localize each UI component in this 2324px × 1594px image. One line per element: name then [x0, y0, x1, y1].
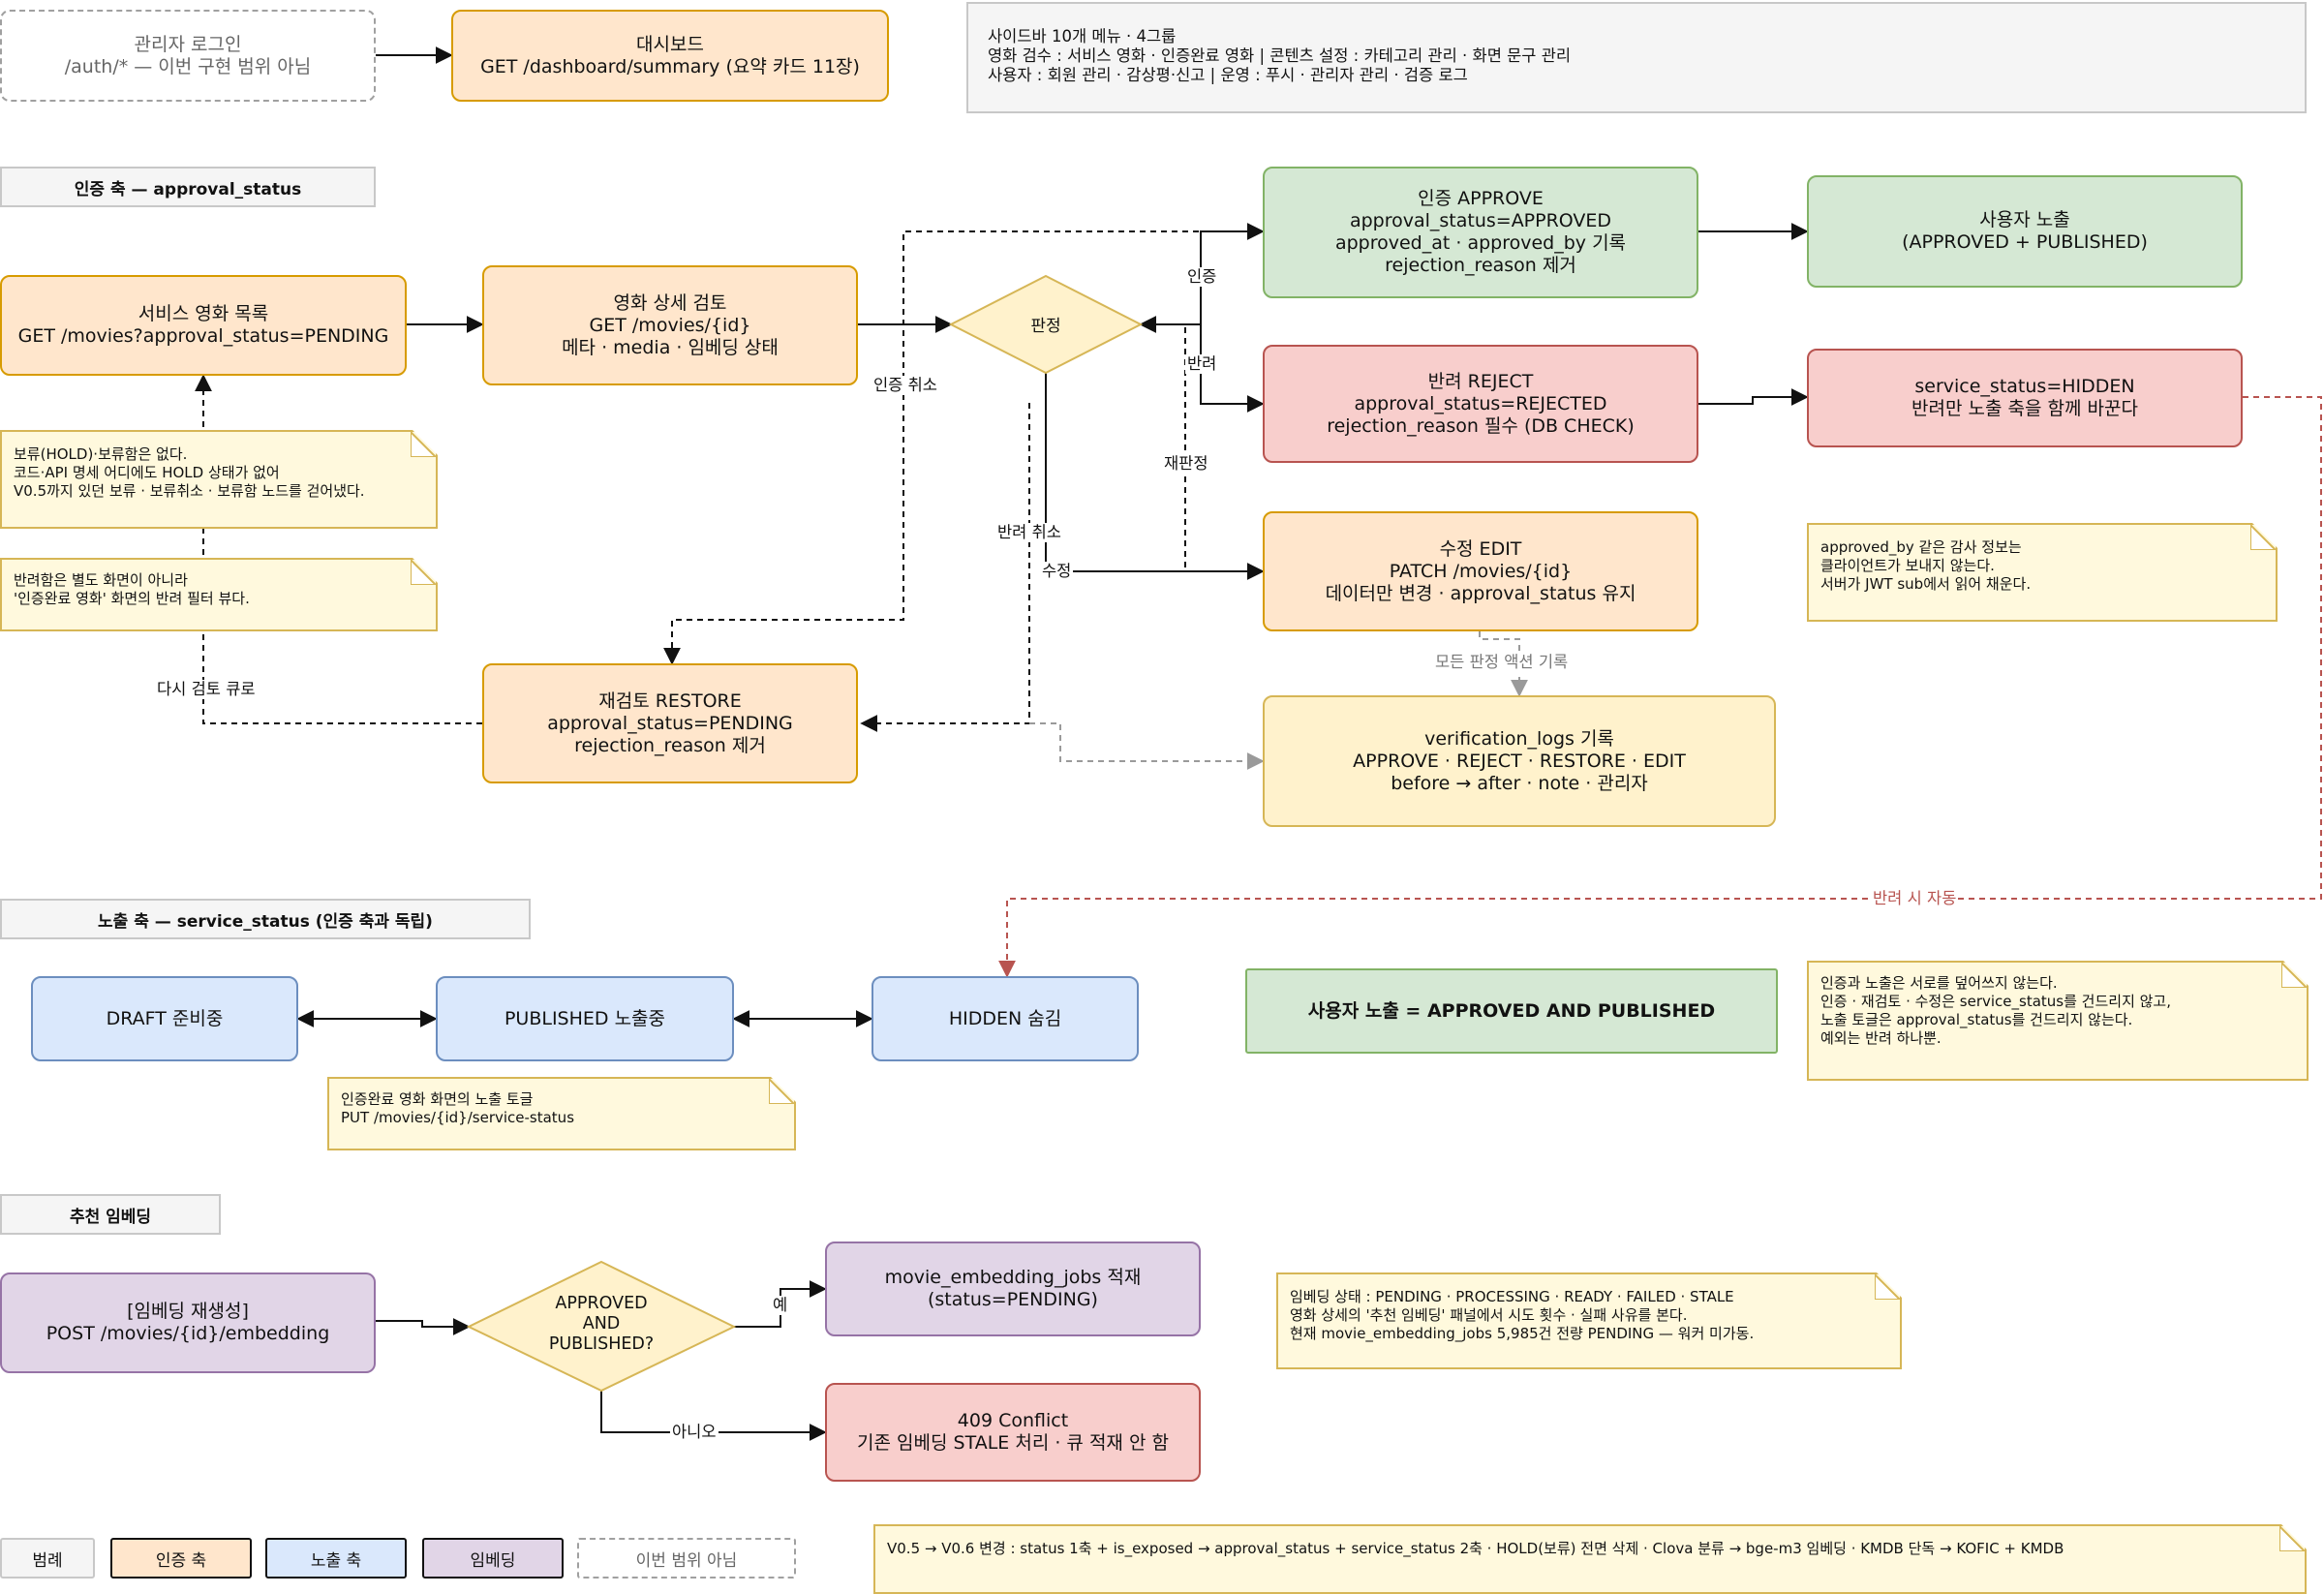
legend-title: 범례 — [0, 1538, 95, 1579]
user-exposed-node: 사용자 노출(APPROVED + PUBLISHED) — [1807, 175, 2243, 288]
edge-rejudge — [1139, 316, 1186, 567]
legend-embedding: 임베딩 — [422, 1538, 564, 1579]
legend-out-of-scope: 이번 범위 아님 — [577, 1538, 796, 1579]
exposure-section-title: 노출 축 — service_status (인증 축과 독립) — [0, 899, 531, 939]
edge-label-back-to-queue: 다시 검토 큐로 — [155, 680, 258, 699]
edge-label-reject: 반려 — [1185, 354, 1219, 374]
edge-cancel-approve — [663, 230, 1263, 665]
edge-restore-list — [195, 374, 482, 724]
edge-restore-logs — [1029, 722, 1265, 770]
hidden-node: HIDDEN 숨김 — [872, 976, 1139, 1061]
legend-exposure-axis: 노출 축 — [265, 1538, 407, 1579]
user-exposed-rule-node: 사용자 노출 = APPROVED AND PUBLISHED — [1245, 968, 1778, 1054]
edge-decision-edit — [1045, 373, 1265, 580]
edge-label-edit: 수정 — [1040, 562, 1074, 581]
edge-label-cancel-reject: 반려 취소 — [995, 523, 1063, 542]
edge-decision-reject — [1200, 324, 1265, 413]
edge-label-no: 아니오 — [670, 1423, 719, 1442]
edge-cancel-reject — [860, 403, 1030, 732]
note-hold-removed: 보류(HOLD)·보류함은 없다.코드·API 명세 어디에도 HOLD 상태가… — [0, 430, 438, 529]
edge-label-approve: 인증 — [1185, 267, 1219, 287]
decision-label: 판정 — [1030, 317, 1061, 336]
sidebar-info-box: 사이드바 10개 메뉴 · 4그룹 영화 검수 : 서비스 영화 · 인증완료 … — [966, 2, 2307, 113]
edge-label-log-all: 모든 판정 액션 기록 — [1433, 653, 1571, 672]
embed-decision-diamond — [466, 1260, 737, 1393]
embedding-jobs-node: movie_embedding_jobs 적재(status=PENDING) — [825, 1241, 1201, 1336]
edge-label-yes: 예 — [771, 1296, 790, 1315]
edge-label-cancel-approve: 인증 취소 — [872, 376, 939, 395]
edge-auto-hidden — [998, 396, 2322, 978]
changelog-note: V0.5 → V0.6 변경 : status 1축 + is_exposed … — [873, 1524, 2307, 1594]
embedding-section-title: 추천 임베딩 — [0, 1194, 221, 1235]
published-node: PUBLISHED 노출중 — [436, 976, 734, 1061]
admin-login-node: 관리자 로그인/auth/* — 이번 구현 범위 아님 — [0, 10, 376, 102]
edge-label-auto-on-reject: 반려 시 자동 — [1871, 889, 1959, 908]
edge-regen-decision — [376, 1318, 471, 1335]
embed-decision-label: APPROVED AND PUBLISHED? — [548, 1294, 655, 1354]
note-reject-filter: 반려함은 별도 화면이 아니라'인증완료 영화' 화면의 반려 필터 뷰다. — [0, 558, 438, 631]
approval-section-title: 인증 축 — approval_status — [0, 167, 376, 207]
edge-label-rejudge: 재판정 — [1162, 454, 1210, 474]
draft-node: DRAFT 준비중 — [31, 976, 298, 1061]
edge-embed-no — [600, 1391, 827, 1441]
note-embedding-state: 임베딩 상태 : PENDING · PROCESSING · READY · … — [1276, 1272, 1902, 1369]
decision-diamond — [948, 274, 1144, 375]
note-axes-independent: 인증과 노출은 서로를 덮어쓰지 않는다.인증 · 재검토 · 수정은 serv… — [1807, 961, 2309, 1081]
edge-reject-hidden — [1698, 388, 1809, 406]
embedding-regenerate-node: [임베딩 재생성]POST /movies/{id}/embedding — [0, 1272, 376, 1373]
legend-approval-axis: 인증 축 — [110, 1538, 252, 1579]
